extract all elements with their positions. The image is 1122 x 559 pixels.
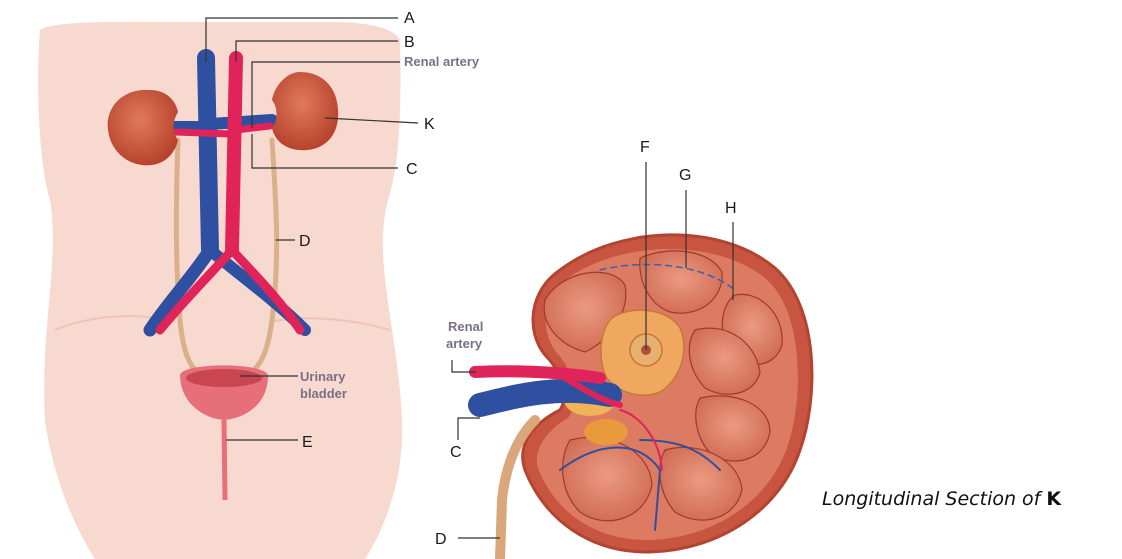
label-renal-artery-top: Renal artery — [404, 54, 480, 69]
label-g: G — [679, 167, 691, 184]
label-f: F — [640, 139, 650, 156]
bladder-opening — [186, 369, 262, 387]
label-artery-section: artery — [446, 336, 483, 351]
label-c-top: C — [406, 161, 418, 178]
label-d-section: D — [435, 531, 447, 548]
label-d-top: D — [299, 233, 311, 250]
renal-artery-right — [236, 126, 270, 130]
label-a: A — [404, 10, 415, 27]
figure-caption: Longitudinal Section of K — [822, 488, 1061, 510]
label-bladder: bladder — [300, 386, 347, 401]
caption-bold: K — [1046, 488, 1061, 510]
renal-artery-section — [475, 371, 600, 378]
leader-c-section — [458, 418, 480, 440]
urethra — [224, 420, 225, 500]
label-urinary: Urinary — [300, 369, 346, 384]
torso-body — [38, 22, 402, 559]
label-renal-section: Renal — [448, 319, 483, 334]
label-b: B — [404, 34, 415, 51]
label-h: H — [725, 200, 737, 217]
kidney-section — [475, 235, 812, 559]
label-e: E — [302, 434, 313, 451]
torso-figure — [38, 22, 402, 559]
aorta-trunk — [232, 58, 236, 250]
label-k: K — [424, 116, 435, 133]
vena-cava-trunk — [206, 58, 210, 250]
sinus-fat-2 — [584, 419, 628, 445]
caption-text: Longitudinal Section of — [822, 488, 1040, 510]
label-c-section: C — [450, 444, 462, 461]
renal-artery-left — [175, 132, 232, 134]
